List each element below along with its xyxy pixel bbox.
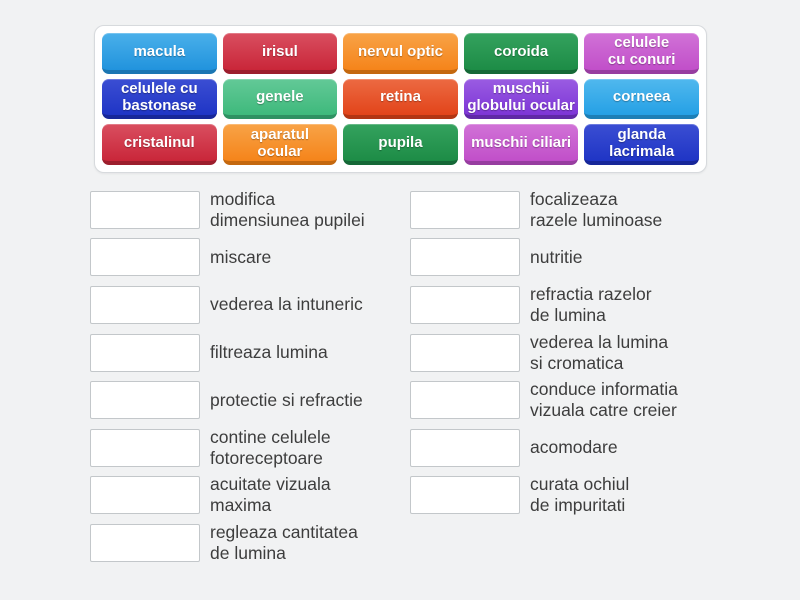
match-row: filtreaza lumina [90, 329, 365, 377]
word-tile-retina[interactable]: retina [343, 78, 458, 120]
answer-slot[interactable] [90, 523, 200, 562]
word-tile-nervul-optic[interactable]: nervul optic [343, 33, 458, 74]
answer-slot[interactable] [410, 285, 520, 324]
match-row: vederea la lumina si cromatica [410, 329, 678, 377]
word-tile-genele[interactable]: genele [222, 78, 338, 120]
word-tile-celulele-cu-bastonase[interactable]: celulele cu bastonase [102, 78, 217, 120]
answer-slot[interactable] [410, 333, 520, 372]
answer-slot[interactable] [90, 285, 200, 324]
match-item-label: focalizeaza razele luminoase [530, 188, 663, 230]
match-row: nutritie [410, 234, 678, 282]
word-tile-glanda-lacrimala[interactable]: glanda lacrimala [584, 124, 699, 165]
match-item-label: acuitate vizuala maxima [210, 474, 331, 516]
answer-slot[interactable] [90, 381, 200, 420]
answer-slot[interactable] [90, 428, 200, 467]
answer-slot[interactable] [90, 238, 200, 277]
word-tile-aparatul-ocular[interactable]: aparatul ocular [222, 124, 338, 165]
match-row: acuitate vizuala maxima [90, 472, 365, 520]
match-item-label: modifica dimensiunea pupilei [210, 188, 365, 230]
match-row: refractia razelor de lumina [410, 281, 678, 329]
match-row: vederea la intuneric [90, 281, 365, 329]
match-column-right: focalizeaza razele luminoase nutritie re… [410, 186, 678, 519]
word-tile-muschii-ciliari[interactable]: muschii ciliari [463, 124, 579, 165]
word-bank-panel: macula irisul nervul optic coroida celul… [94, 25, 707, 173]
match-item-label: curata ochiul de impuritati [530, 474, 630, 516]
match-item-label: regleaza cantitatea de lumina [210, 521, 358, 563]
word-tile-muschii-globului-ocular[interactable]: muschii globului ocular [463, 78, 579, 120]
answer-slot[interactable] [410, 190, 520, 229]
answer-slot[interactable] [410, 476, 520, 515]
match-item-label: nutritie [530, 246, 583, 267]
word-tile-cristalinul[interactable]: cristalinul [102, 124, 217, 165]
answer-slot[interactable] [90, 190, 200, 229]
match-item-label: vederea la lumina si cromatica [530, 331, 669, 373]
match-row: miscare [90, 234, 365, 282]
match-item-label: protectie si refractie [210, 389, 363, 410]
match-row: modifica dimensiunea pupilei [90, 186, 365, 234]
match-item-label: miscare [210, 246, 272, 267]
word-tile-macula[interactable]: macula [102, 33, 217, 74]
match-row: focalizeaza razele luminoase [410, 186, 678, 234]
word-tile-corneea[interactable]: corneea [584, 78, 699, 120]
word-tile-pupila[interactable]: pupila [343, 124, 458, 165]
answer-slot[interactable] [410, 381, 520, 420]
match-row: curata ochiul de impuritati [410, 472, 678, 520]
answer-slot[interactable] [90, 476, 200, 515]
match-row: acomodare [410, 424, 678, 472]
word-tile-celulele-cu-conuri[interactable]: celulele cu conuri [584, 33, 699, 74]
answer-slot[interactable] [410, 238, 520, 277]
match-item-label: acomodare [530, 437, 618, 458]
match-row: protectie si refractie [90, 376, 365, 424]
answer-slot[interactable] [410, 428, 520, 467]
match-item-label: filtreaza lumina [210, 342, 328, 363]
match-item-label: contine celulele fotoreceptoare [210, 426, 331, 468]
match-item-label: vederea la intuneric [210, 294, 363, 315]
word-tile-irisul[interactable]: irisul [222, 33, 338, 74]
match-item-label: conduce informatia vizuala catre creier [530, 379, 678, 421]
match-row: contine celulele fotoreceptoare [90, 424, 365, 472]
word-tile-coroida[interactable]: coroida [463, 33, 579, 74]
match-column-left: modifica dimensiunea pupilei miscare ved… [90, 186, 365, 567]
match-row: regleaza cantitatea de lumina [90, 519, 365, 567]
answer-slot[interactable] [90, 333, 200, 372]
match-item-label: refractia razelor de lumina [530, 283, 652, 325]
match-row: conduce informatia vizuala catre creier [410, 376, 678, 424]
